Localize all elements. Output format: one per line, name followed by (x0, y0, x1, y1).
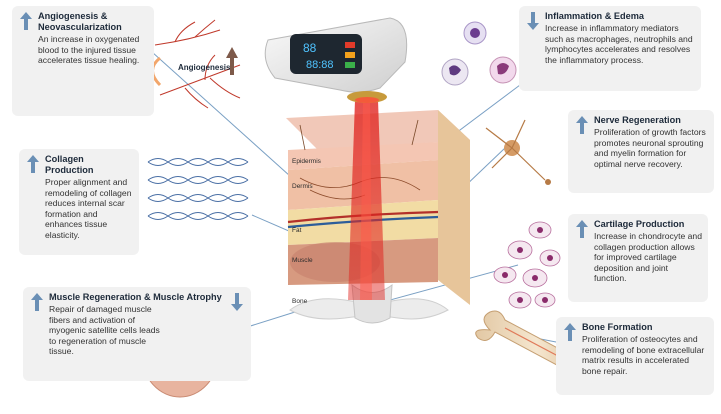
label-bone: Bone (292, 298, 308, 305)
collagen-fibers-icon (147, 158, 249, 220)
card-nerve: Nerve Regeneration Proliferation of grow… (568, 110, 714, 193)
label-angiogenesis: Angiogenesis (178, 63, 231, 72)
label-epidermis: Epidermis (292, 158, 322, 165)
increase-arrow-icon (226, 47, 238, 75)
label-muscle: Muscle (292, 257, 313, 264)
card-inflammation: Inflammation & Edema Increase in inflamm… (519, 6, 701, 91)
card-title: Angiogenesis & Neovascularization (38, 11, 122, 32)
chondrocyte-cells-icon (493, 221, 561, 309)
neuron-icon (485, 119, 551, 185)
inflammatory-cells-icon (441, 21, 517, 86)
label-fat: Fat (292, 227, 302, 234)
card-body: Increase in chondrocyte and collagen pro… (594, 231, 702, 284)
up-arrow-icon (20, 12, 32, 30)
device-display-left: 88 (303, 41, 317, 55)
up-arrow-icon (576, 116, 588, 134)
card-cartilage: Cartilage Production Increase in chondro… (568, 214, 708, 302)
card-muscle: Muscle Regeneration & Muscle Atrophy Rep… (23, 287, 251, 381)
card-title: Bone Formation (582, 322, 653, 332)
card-title: Muscle Regeneration & Muscle Atrophy (49, 292, 222, 302)
up-arrow-icon (31, 293, 43, 311)
laser-device: 88 88:88 (264, 17, 408, 103)
card-body: Proper alignment and remodeling of colla… (45, 177, 132, 240)
card-title: Nerve Regeneration (594, 115, 681, 125)
card-body: An increase in oxygenated blood to the i… (38, 34, 140, 66)
card-body: Proliferation of growth factors promotes… (594, 127, 706, 169)
device-display-right: 88:88 (306, 59, 334, 71)
up-arrow-icon (576, 220, 588, 238)
card-body: Repair of damaged muscle fibers and acti… (49, 304, 160, 357)
label-dermis: Dermis (292, 183, 313, 190)
card-bone: Bone Formation Proliferation of osteocyt… (556, 317, 714, 395)
card-title: Cartilage Production (594, 219, 685, 229)
down-arrow-icon (231, 293, 243, 311)
card-angiogenesis: Angiogenesis & Neovascularization An inc… (12, 6, 154, 116)
card-title: Inflammation & Edema (545, 11, 645, 21)
card-body: Proliferation of osteocytes and remodeli… (582, 334, 705, 376)
card-body: Increase in inflammatory mediators such … (545, 23, 693, 65)
card-collagen: Collagen Production Proper alignment and… (19, 149, 139, 255)
card-title: Collagen Production (45, 154, 94, 175)
down-arrow-icon (527, 12, 539, 30)
up-arrow-icon (564, 323, 576, 341)
up-arrow-icon (27, 155, 39, 173)
